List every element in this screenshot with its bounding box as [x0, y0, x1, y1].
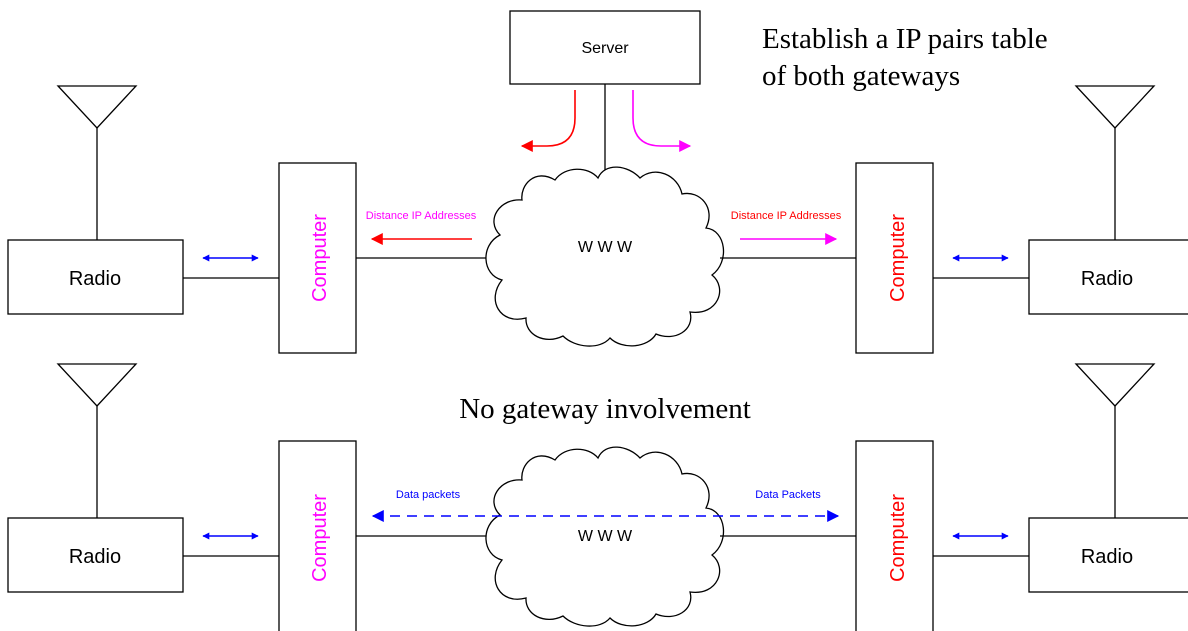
antenna-icon — [1074, 363, 1156, 518]
no-gateway-title: No gateway involvement — [459, 393, 751, 425]
radio-box-right — [1028, 517, 1188, 593]
computer-box-right — [855, 162, 934, 354]
radio-label-right: Radio — [1081, 546, 1133, 568]
computer-box-left — [278, 162, 357, 354]
internet-cloud-icon — [485, 166, 725, 347]
internet-cloud-icon — [485, 446, 725, 627]
server-label: Server — [581, 40, 629, 57]
computer-label-left: Computer — [309, 494, 331, 582]
computer-label-left: Computer — [309, 214, 331, 302]
radio-box-right — [1028, 239, 1188, 315]
cloud-label-bottom: W W W — [578, 528, 633, 545]
ip-table-note-line2: of both gateways — [762, 60, 960, 92]
radio-box-left — [7, 517, 184, 593]
radio-box-left — [7, 239, 184, 315]
ip-table-note-line1: Establish a IP pairs table — [762, 23, 1048, 55]
radio-label-left: Radio — [69, 546, 121, 568]
top-section: Server Establish a IP pairs table of bot… — [7, 10, 1188, 354]
antenna-icon — [1074, 85, 1156, 240]
antenna-icon — [56, 85, 138, 240]
computer-label-right: Computer — [887, 214, 909, 302]
server-node: Server — [509, 10, 701, 180]
radio-label-left: Radio — [69, 268, 121, 290]
data-packets-label-right: Data Packets — [755, 489, 821, 501]
distance-ip-label-right: Distance IP Addresses — [731, 210, 842, 222]
bottom-section: No gateway involvement Radio Computer W … — [7, 363, 1188, 631]
server-magenta-arrow-icon — [632, 90, 692, 152]
computer-box-right — [855, 440, 934, 631]
antenna-icon — [56, 363, 138, 518]
cloud-label-top: W W W — [578, 239, 633, 256]
computer-box-left — [278, 440, 357, 631]
server-red-arrow-icon — [520, 90, 576, 152]
distance-ip-label-left: Distance IP Addresses — [366, 210, 477, 222]
radio-label-right: Radio — [1081, 268, 1133, 290]
computer-label-right: Computer — [887, 494, 909, 582]
data-packets-label-left: Data packets — [396, 489, 461, 501]
